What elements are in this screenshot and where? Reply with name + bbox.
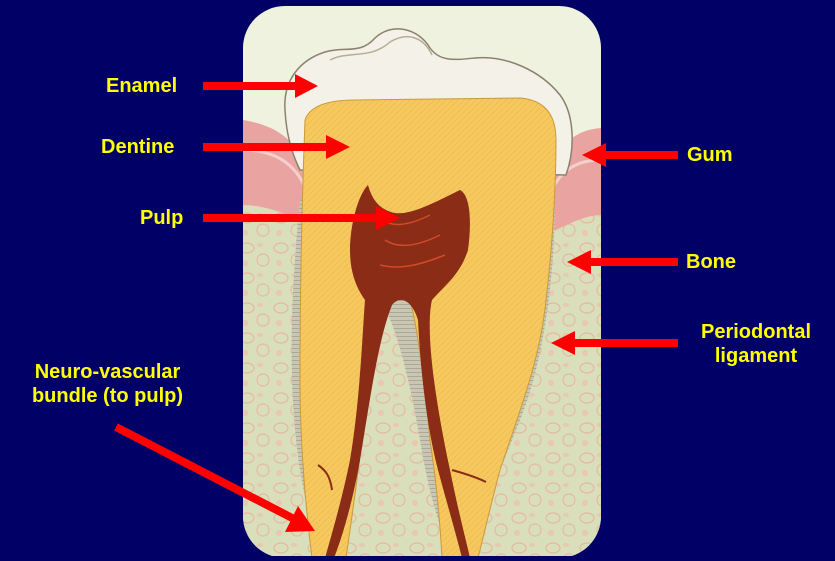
label-periodontal-line1: Periodontal xyxy=(681,320,831,344)
label-pulp: Pulp xyxy=(140,206,183,230)
label-neuro-line1: Neuro-vascular xyxy=(5,360,210,384)
label-neuro-line2: bundle (to pulp) xyxy=(5,384,210,408)
label-periodontal-line2: ligament xyxy=(681,344,831,368)
label-dentine: Dentine xyxy=(101,135,174,159)
arrow-periodontal-ligament xyxy=(551,331,678,355)
label-enamel: Enamel xyxy=(106,74,177,98)
label-periodontal-ligament: Periodontal ligament xyxy=(681,320,831,368)
label-neuro-vascular-bundle: Neuro-vascular bundle (to pulp) xyxy=(5,360,210,408)
label-bone: Bone xyxy=(686,250,736,274)
label-gum: Gum xyxy=(687,143,733,167)
